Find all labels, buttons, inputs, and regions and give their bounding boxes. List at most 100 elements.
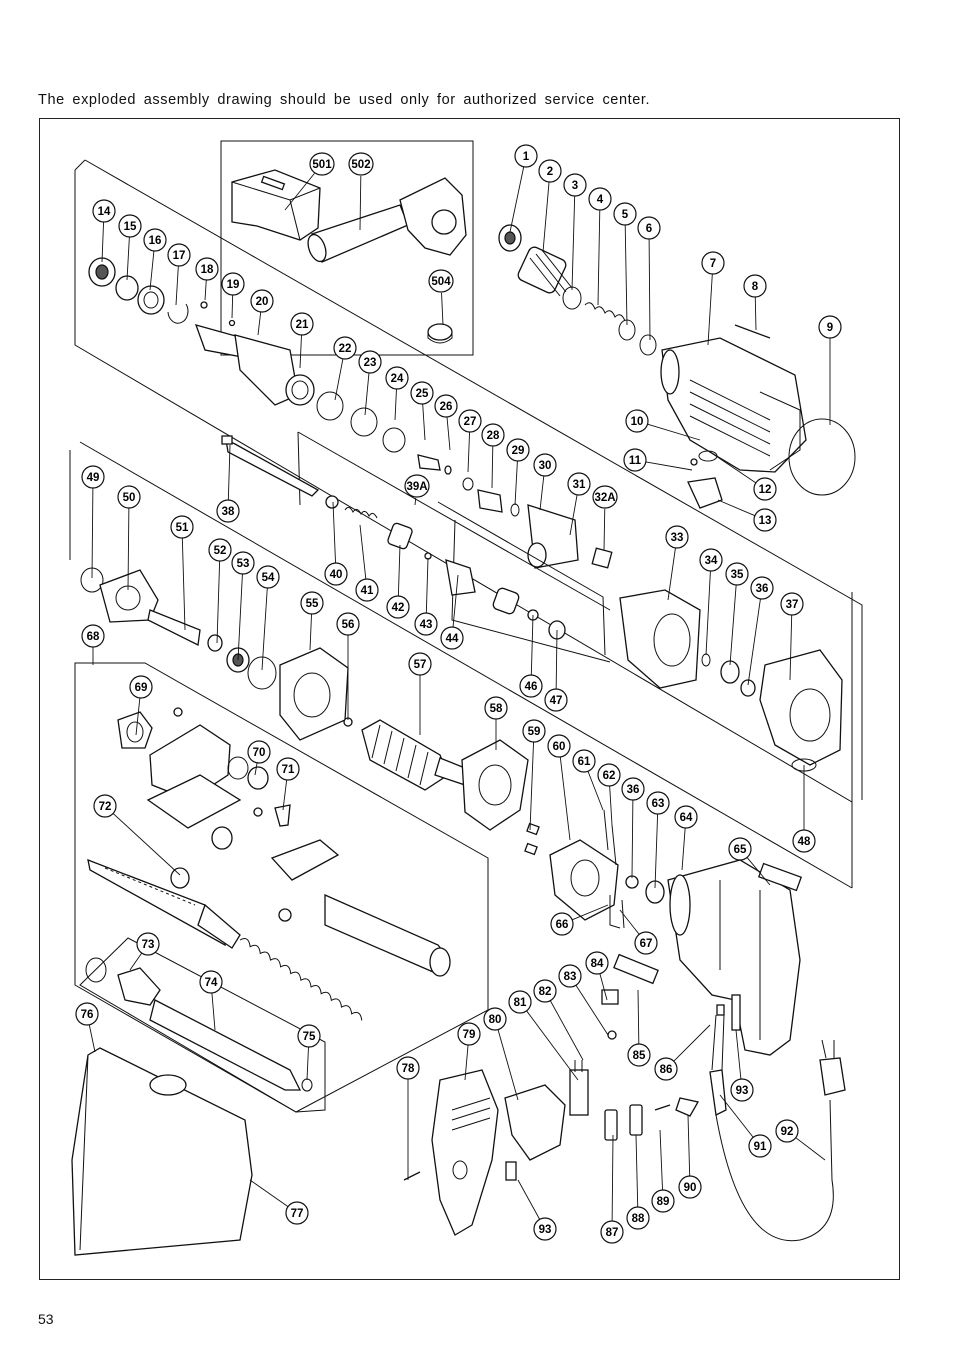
leader-line bbox=[609, 785, 613, 826]
service-notice: The exploded assembly drawing should be … bbox=[38, 92, 651, 108]
callout-label: 4 bbox=[597, 194, 604, 206]
callout-label: 84 bbox=[591, 958, 604, 970]
callout-bubble bbox=[129, 675, 153, 699]
callout-bubble bbox=[506, 438, 530, 462]
front-housing bbox=[660, 337, 807, 473]
callout-c25: 25 bbox=[410, 381, 434, 441]
callout-label: 80 bbox=[489, 1014, 502, 1026]
callout-label: 53 bbox=[237, 558, 250, 570]
callout-label: 13 bbox=[759, 515, 772, 527]
callout-label: 74 bbox=[205, 977, 218, 989]
leader-line bbox=[569, 494, 578, 536]
callout-bubble bbox=[651, 1189, 675, 1213]
callout-c26: 26 bbox=[434, 394, 458, 451]
callout-label: 10 bbox=[631, 416, 644, 428]
carrying-case bbox=[231, 169, 321, 241]
callout-c54: 54 bbox=[256, 565, 280, 671]
callout-bubble bbox=[665, 525, 689, 549]
callout-label: 31 bbox=[573, 479, 586, 491]
callout-bubble bbox=[170, 515, 194, 539]
callout-c78: 78 bbox=[396, 1056, 420, 1180]
callout-bubble bbox=[358, 350, 382, 374]
callout-bubble bbox=[627, 1043, 651, 1067]
callout-bubble bbox=[748, 1134, 772, 1158]
leader-line bbox=[299, 334, 302, 369]
callout-bubble bbox=[81, 465, 105, 489]
callout-bubble bbox=[483, 1007, 507, 1031]
callout-label: 86 bbox=[660, 1064, 673, 1076]
callout-label: 12 bbox=[759, 484, 772, 496]
leader-line bbox=[394, 388, 397, 421]
shaft-group-outline bbox=[297, 431, 611, 663]
callout-bubble bbox=[600, 1220, 624, 1244]
callout-label: 22 bbox=[339, 343, 352, 355]
leader-line bbox=[619, 909, 640, 935]
leader-line bbox=[254, 762, 258, 776]
callout-bubble bbox=[195, 257, 219, 281]
callout-bubble bbox=[324, 562, 348, 586]
page-number: 53 bbox=[38, 1311, 54, 1327]
leader-line bbox=[364, 372, 370, 416]
callout-label: 41 bbox=[361, 585, 374, 597]
callout-bubble bbox=[753, 508, 777, 532]
leader-line bbox=[673, 1024, 711, 1062]
callout-c49: 49 bbox=[81, 465, 105, 579]
callout-c43: 43 bbox=[414, 557, 438, 636]
middle-shaft-parts bbox=[221, 435, 613, 640]
stator bbox=[524, 809, 665, 929]
leader-line bbox=[729, 584, 737, 666]
callout-c93b: 93 bbox=[517, 1179, 557, 1241]
leader-line bbox=[231, 294, 234, 319]
callout-bubble bbox=[699, 548, 723, 572]
callout-c5: 5 bbox=[613, 202, 637, 326]
switch bbox=[504, 1084, 566, 1181]
leader-line bbox=[659, 1129, 663, 1191]
callout-bubble bbox=[678, 1175, 702, 1199]
leader-line bbox=[261, 587, 268, 671]
callout-label: 43 bbox=[420, 619, 433, 631]
callout-bubble bbox=[484, 696, 508, 720]
callout-label: 63 bbox=[652, 798, 665, 810]
callout-bubble bbox=[481, 423, 505, 447]
callout-label: 92 bbox=[781, 1126, 794, 1138]
callout-label: 87 bbox=[606, 1227, 619, 1239]
leader-line bbox=[129, 952, 143, 971]
leader-line bbox=[91, 487, 94, 579]
callout-bubble bbox=[92, 199, 116, 223]
leader-line bbox=[149, 250, 155, 291]
leader-line bbox=[789, 614, 793, 681]
callout-c72: 72 bbox=[93, 794, 181, 876]
callout-label: 75 bbox=[303, 1031, 316, 1043]
callout-bubble bbox=[250, 289, 274, 313]
callout-c41: 41 bbox=[355, 524, 379, 602]
callout-c58: 58 bbox=[484, 696, 508, 750]
leader-line bbox=[549, 1000, 584, 1061]
callout-bubble bbox=[81, 624, 105, 648]
callout-c30: 30 bbox=[533, 453, 557, 511]
callout-label: 89 bbox=[657, 1196, 670, 1208]
leader-line bbox=[637, 989, 640, 1045]
callout-c92: 92 bbox=[775, 1119, 826, 1161]
callout-label: 16 bbox=[149, 235, 162, 247]
leader-line bbox=[112, 813, 181, 876]
leader-line bbox=[491, 445, 494, 489]
callout-label: 8 bbox=[752, 281, 759, 293]
callout-label: 28 bbox=[487, 430, 500, 442]
leader-line bbox=[216, 560, 221, 644]
exploded-assembly-diagram: 5015025041234567891011121314151617181920… bbox=[69, 140, 863, 1256]
callout-c61: 61 bbox=[572, 749, 604, 811]
callout-c62: 62 bbox=[597, 763, 621, 826]
leader-line bbox=[452, 574, 459, 628]
callout-c9: 9 bbox=[818, 315, 842, 425]
callout-label: 49 bbox=[87, 472, 100, 484]
callout-c52: 52 bbox=[208, 538, 232, 644]
callout-label: 26 bbox=[440, 401, 453, 413]
leader-line bbox=[539, 475, 545, 511]
callout-label: 34 bbox=[705, 555, 718, 567]
callout-c60: 60 bbox=[547, 734, 571, 841]
callout-c19: 19 bbox=[221, 272, 245, 319]
callout-label: 70 bbox=[253, 747, 266, 759]
callout-label: 20 bbox=[256, 296, 269, 308]
callout-c77: 77 bbox=[249, 1179, 309, 1225]
callout-label: 69 bbox=[135, 682, 148, 694]
